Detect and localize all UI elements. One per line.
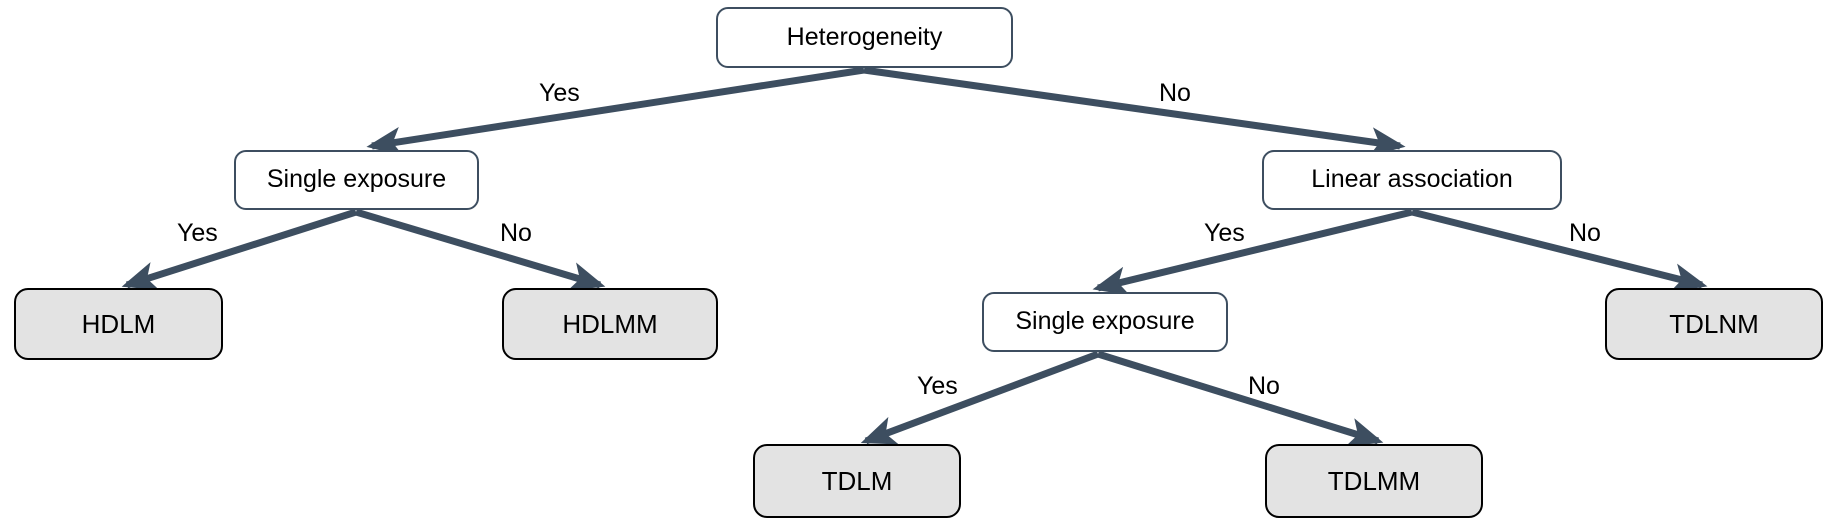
node-right-single-exposure[interactable]: Single exposure — [982, 292, 1228, 352]
edge-label-linear-no: No — [1569, 219, 1601, 247]
node-tdlmm[interactable]: TDLMM — [1265, 444, 1483, 518]
edge-right-single-exposure-to-tdlm — [860, 350, 1100, 445]
edge-right-single-exposure-to-tdlmm — [1096, 350, 1384, 447]
node-label: HDLMM — [562, 308, 658, 339]
edge-label-left-yes: Yes — [177, 219, 218, 247]
edge-left-single-exposure-to-hdlm — [121, 208, 358, 291]
edge-label-bottom-yes: Yes — [917, 372, 958, 400]
node-linear-association[interactable]: Linear association — [1262, 150, 1562, 210]
node-label: TDLM — [821, 465, 893, 496]
edge-label-bottom-no: No — [1248, 372, 1280, 400]
node-heterogeneity[interactable]: Heterogeneity — [716, 7, 1013, 68]
node-hdlmm[interactable]: HDLMM — [502, 288, 718, 360]
edge-label-root-no: No — [1159, 79, 1191, 107]
node-left-single-exposure[interactable]: Single exposure — [234, 150, 479, 210]
node-label: TDLNM — [1669, 308, 1759, 339]
node-label: TDLMM — [1327, 465, 1421, 496]
node-label: Heterogeneity — [786, 22, 943, 51]
node-tdlm[interactable]: TDLM — [753, 444, 961, 518]
node-hdlm[interactable]: HDLM — [14, 288, 223, 360]
node-tdlnm[interactable]: TDLNM — [1605, 288, 1823, 360]
edge-label-left-no: No — [500, 219, 532, 247]
edge-linear-association-to-right-single-exposure — [1092, 208, 1413, 296]
node-label: Linear association — [1311, 165, 1513, 194]
node-label: Single exposure — [266, 165, 447, 194]
edge-root-to-linear-association — [863, 66, 1406, 157]
node-label: HDLM — [81, 308, 156, 339]
edge-label-root-yes: Yes — [539, 79, 580, 107]
node-label: Single exposure — [1015, 307, 1195, 336]
edge-left-single-exposure-to-hdlmm — [354, 208, 606, 291]
edge-linear-association-to-tdlnm — [1411, 208, 1708, 293]
edge-label-linear-yes: Yes — [1204, 219, 1245, 247]
edge-root-to-left-single-exposure — [366, 66, 865, 157]
